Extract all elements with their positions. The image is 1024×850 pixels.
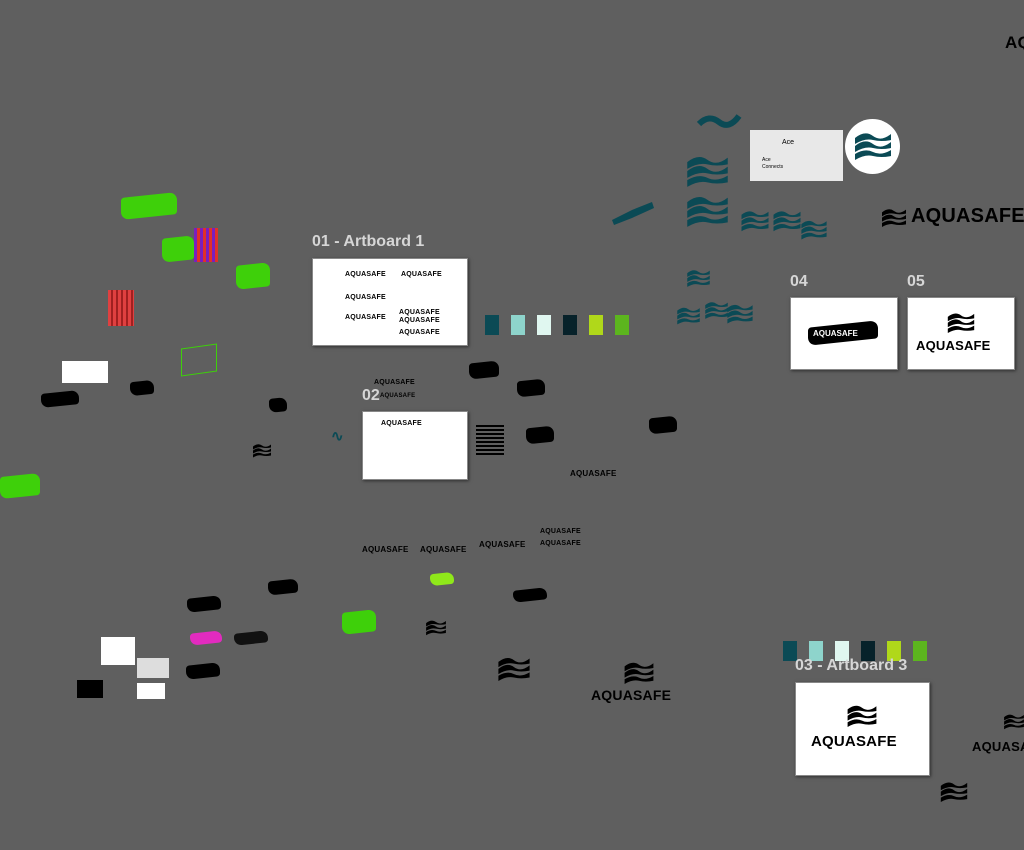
flag-shape-icon <box>121 192 177 220</box>
color-swatch[interactable] <box>783 641 797 661</box>
wordmark: AQUASAFE <box>381 420 422 427</box>
wordmark: AQUASAFE <box>401 271 442 278</box>
flag-shape-icon <box>41 390 79 408</box>
flag-shape-icon <box>526 425 554 445</box>
artboard-2[interactable]: AQUASAFE <box>362 411 468 480</box>
artboard-4[interactable]: AQUASAFE <box>790 297 898 370</box>
flag-shape-icon <box>517 378 545 398</box>
color-swatch[interactable] <box>809 641 823 661</box>
wordmark: AQUASAFE <box>479 540 526 549</box>
flag-shape-icon <box>649 415 677 435</box>
flag-shape-icon <box>190 630 222 646</box>
wordmark: AQUASAFE <box>540 528 581 535</box>
wordmark: AQUASAFE <box>362 545 409 554</box>
wordmark: AQUASAFE <box>345 314 386 321</box>
artboard-3[interactable]: AQUASAFE <box>795 682 930 776</box>
striped-shape <box>108 290 134 326</box>
wave-fragment-icon <box>612 202 654 225</box>
artboard-4-label: 04 <box>790 273 808 290</box>
color-swatch[interactable] <box>913 641 927 661</box>
wordmark: AQUASAFE <box>345 271 386 278</box>
wordmark: AQUASAFE <box>570 469 617 478</box>
wave-logo-icon <box>620 660 658 684</box>
striped-shape <box>194 228 218 262</box>
wordmark: AQUASAFE <box>345 294 386 301</box>
wave-logo-icon <box>945 311 977 333</box>
color-swatch[interactable] <box>563 315 577 335</box>
flag-shape-icon <box>269 397 287 413</box>
wordmark: AQUASAFE <box>972 739 1024 754</box>
artboard-1[interactable]: AQUASAFE AQUASAFE AQUASAFE AQUASAFE AQUA… <box>312 258 468 346</box>
wordmark: AQUASAFE <box>811 733 897 750</box>
wordmark: AQUASAFE <box>813 329 858 338</box>
wordmark: AQUASAFE <box>420 545 467 554</box>
wave-logo-icon <box>685 150 730 190</box>
color-swatch[interactable] <box>511 315 525 335</box>
wordmark: AQUASAFE <box>399 309 440 316</box>
color-swatch[interactable] <box>887 641 901 661</box>
color-swatches <box>783 641 927 661</box>
wave-logo-icon <box>937 780 971 802</box>
wordmark: AQUASAFE <box>399 317 440 324</box>
wordmark-large: AQUASAFE <box>911 205 1024 227</box>
color-swatch[interactable] <box>485 315 499 335</box>
color-swatches <box>485 315 629 335</box>
wave-logo-icon <box>1003 710 1024 732</box>
color-swatch[interactable] <box>589 315 603 335</box>
wordmark: AQUASAFE <box>591 687 672 703</box>
wordmark: AQUASAFE <box>380 393 416 399</box>
flag-shape-icon <box>234 630 268 646</box>
flag-shape-icon <box>186 662 220 680</box>
flag-outline <box>181 343 217 377</box>
artboard-2-label: 02 <box>362 387 380 404</box>
nws-mark: ∿ <box>331 428 344 445</box>
flag-shape-icon <box>342 609 376 635</box>
wave-logo-icon <box>853 129 893 161</box>
wordmark: AQUASAFE <box>540 540 581 547</box>
wordmark: AQUASAFE <box>374 379 415 386</box>
ace-label: Ace <box>782 139 795 146</box>
flag-shape-icon <box>513 587 547 603</box>
artboard-3-label: 03 - Artboard 3 <box>795 657 908 674</box>
wave-logo-icon <box>880 207 908 227</box>
wordmark: AQUASAFE <box>916 338 991 353</box>
thumbnail <box>77 680 103 698</box>
wordmark: AQUASAFE <box>399 329 440 336</box>
flag-shape-icon <box>162 235 194 263</box>
thumbnail <box>62 361 108 383</box>
flag-shape-icon <box>469 360 499 380</box>
flag-shape-icon <box>130 379 154 397</box>
wave-fragments-icon <box>677 270 753 325</box>
thumbnail <box>137 683 165 699</box>
thumbnail <box>101 637 135 665</box>
wave-logo-icon <box>425 615 447 639</box>
flag-shape-icon <box>187 595 221 613</box>
artboard-1-label: 01 - Artboard 1 <box>312 233 425 250</box>
thumbnail <box>137 658 169 678</box>
wave-logo-icon <box>488 655 540 681</box>
flag-shape-icon <box>236 262 270 290</box>
corner-wordmark: AQ <box>1005 33 1024 52</box>
flag-shape-icon <box>268 578 298 596</box>
wave-logo-icon <box>252 440 272 460</box>
artboard-5-label: 05 <box>907 273 925 290</box>
color-swatch[interactable] <box>835 641 849 661</box>
color-swatch[interactable] <box>537 315 551 335</box>
striped-shape <box>476 425 504 457</box>
flag-shape-icon <box>0 472 40 500</box>
wave-stroke-icon <box>697 114 742 128</box>
color-swatch[interactable] <box>615 315 629 335</box>
color-swatch[interactable] <box>861 641 875 661</box>
flag-shape-icon <box>430 571 454 587</box>
wave-badge <box>845 119 900 174</box>
wave-logo-icon <box>843 703 881 727</box>
wave-logo-icon <box>685 190 730 230</box>
artboard-5[interactable]: AQUASAFE <box>907 297 1015 370</box>
wave-fragments-icon <box>741 211 827 240</box>
